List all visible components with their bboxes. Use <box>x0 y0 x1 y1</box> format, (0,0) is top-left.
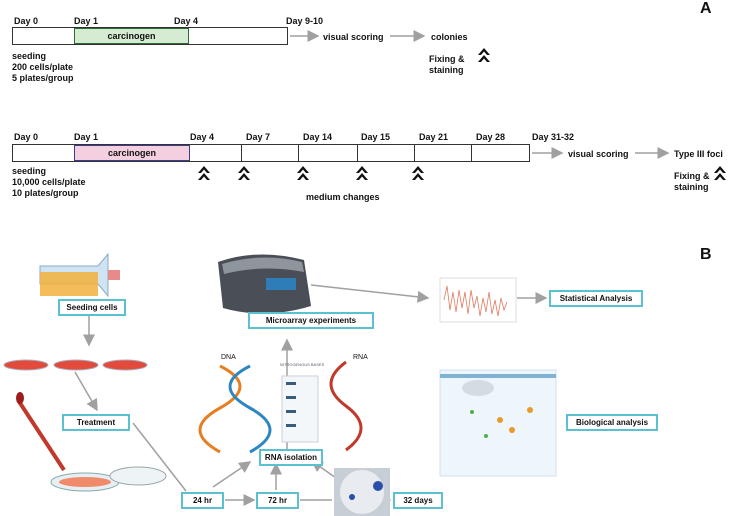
rna-isolation-box: RNA isolation <box>259 449 323 466</box>
row1-visual-scoring: visual scoring <box>323 32 384 42</box>
row1-setup: seeding 200 cells/plate 5 plates/group <box>12 51 74 84</box>
panel-label-b: B <box>700 246 712 263</box>
row1-plates-per-group: 5 plates/group <box>12 73 74 83</box>
row2-day0: Day 0 <box>14 132 39 142</box>
row1-timeline-bar: carcinogen <box>12 27 288 45</box>
row2-timeline-bar: carcinogen <box>12 144 530 162</box>
row2-day14: Day 14 <box>303 132 333 142</box>
row1-day9: Day 9-10 <box>286 16 324 26</box>
biological-analysis-box: Biological analysis <box>566 414 658 431</box>
row2-day1: Day 1 <box>74 132 99 142</box>
microarray-box: Microarray experiments <box>248 312 374 329</box>
row2-fixing: Fixing & <box>674 171 710 181</box>
microarray-scanner-icon <box>218 254 311 314</box>
petri-dishes-icon <box>3 359 148 371</box>
row2-plates-per-group: 10 plates/group <box>12 188 79 198</box>
colony-plate-icon <box>334 468 390 516</box>
row1-day4: Day 4 <box>174 16 199 26</box>
culture-flask-icon <box>39 252 120 298</box>
statistical-plot-icon <box>439 277 517 323</box>
row2-day28: Day 28 <box>476 132 506 142</box>
row1-staining: staining <box>429 65 464 75</box>
row2-day21: Day 21 <box>419 132 449 142</box>
timepoint-24hr-box: 24 hr <box>181 492 224 509</box>
row2-carcinogen-segment: carcinogen <box>74 145 190 161</box>
row1-day1: Day 1 <box>74 16 99 26</box>
chevron-markers <box>198 48 726 180</box>
row2-day7: Day 7 <box>246 132 271 142</box>
rna-helix-icon <box>329 360 363 452</box>
seeding-cells-box: Seeding cells <box>58 299 126 316</box>
row2-day15: Day 15 <box>361 132 391 142</box>
row2-cells-per-plate: 10,000 cells/plate <box>12 177 86 187</box>
nitrogenous-bases-icon <box>281 375 319 443</box>
dna-label: DNA <box>221 354 236 361</box>
treatment-box: Treatment <box>62 414 130 431</box>
statistical-analysis-box: Statistical Analysis <box>549 290 643 307</box>
rna-label: RNA <box>353 354 368 361</box>
timepoint-72hr-box: 72 hr <box>256 492 299 509</box>
pathway-diagram-icon <box>439 369 557 477</box>
row1-fixing: Fixing & <box>429 54 465 64</box>
row2-seeding: seeding <box>12 166 47 176</box>
row2-medium-changes: medium changes <box>306 192 380 202</box>
row2-day4: Day 4 <box>190 132 215 142</box>
row2-setup: seeding 10,000 cells/plate 10 plates/gro… <box>12 166 86 199</box>
row2-staining: staining <box>674 182 709 192</box>
row1-colonies: colonies <box>431 32 468 42</box>
row1-cells-per-plate: 200 cells/plate <box>12 62 74 72</box>
timepoint-32days-box: 32 days <box>393 492 443 509</box>
row1-day0: Day 0 <box>14 16 39 26</box>
row1-seeding: seeding <box>12 51 47 61</box>
row2-day31: Day 31-32 <box>532 132 575 142</box>
row2-type3-foci: Type III foci <box>674 149 723 159</box>
row1-carcinogen-segment: carcinogen <box>74 28 189 44</box>
row2-visual-scoring: visual scoring <box>568 149 629 159</box>
bases-label: NITROGENOUS BASES <box>280 362 325 367</box>
panel-label-a: A <box>700 0 712 17</box>
dna-helix-icon <box>198 364 272 454</box>
dropper-icon <box>16 392 167 492</box>
